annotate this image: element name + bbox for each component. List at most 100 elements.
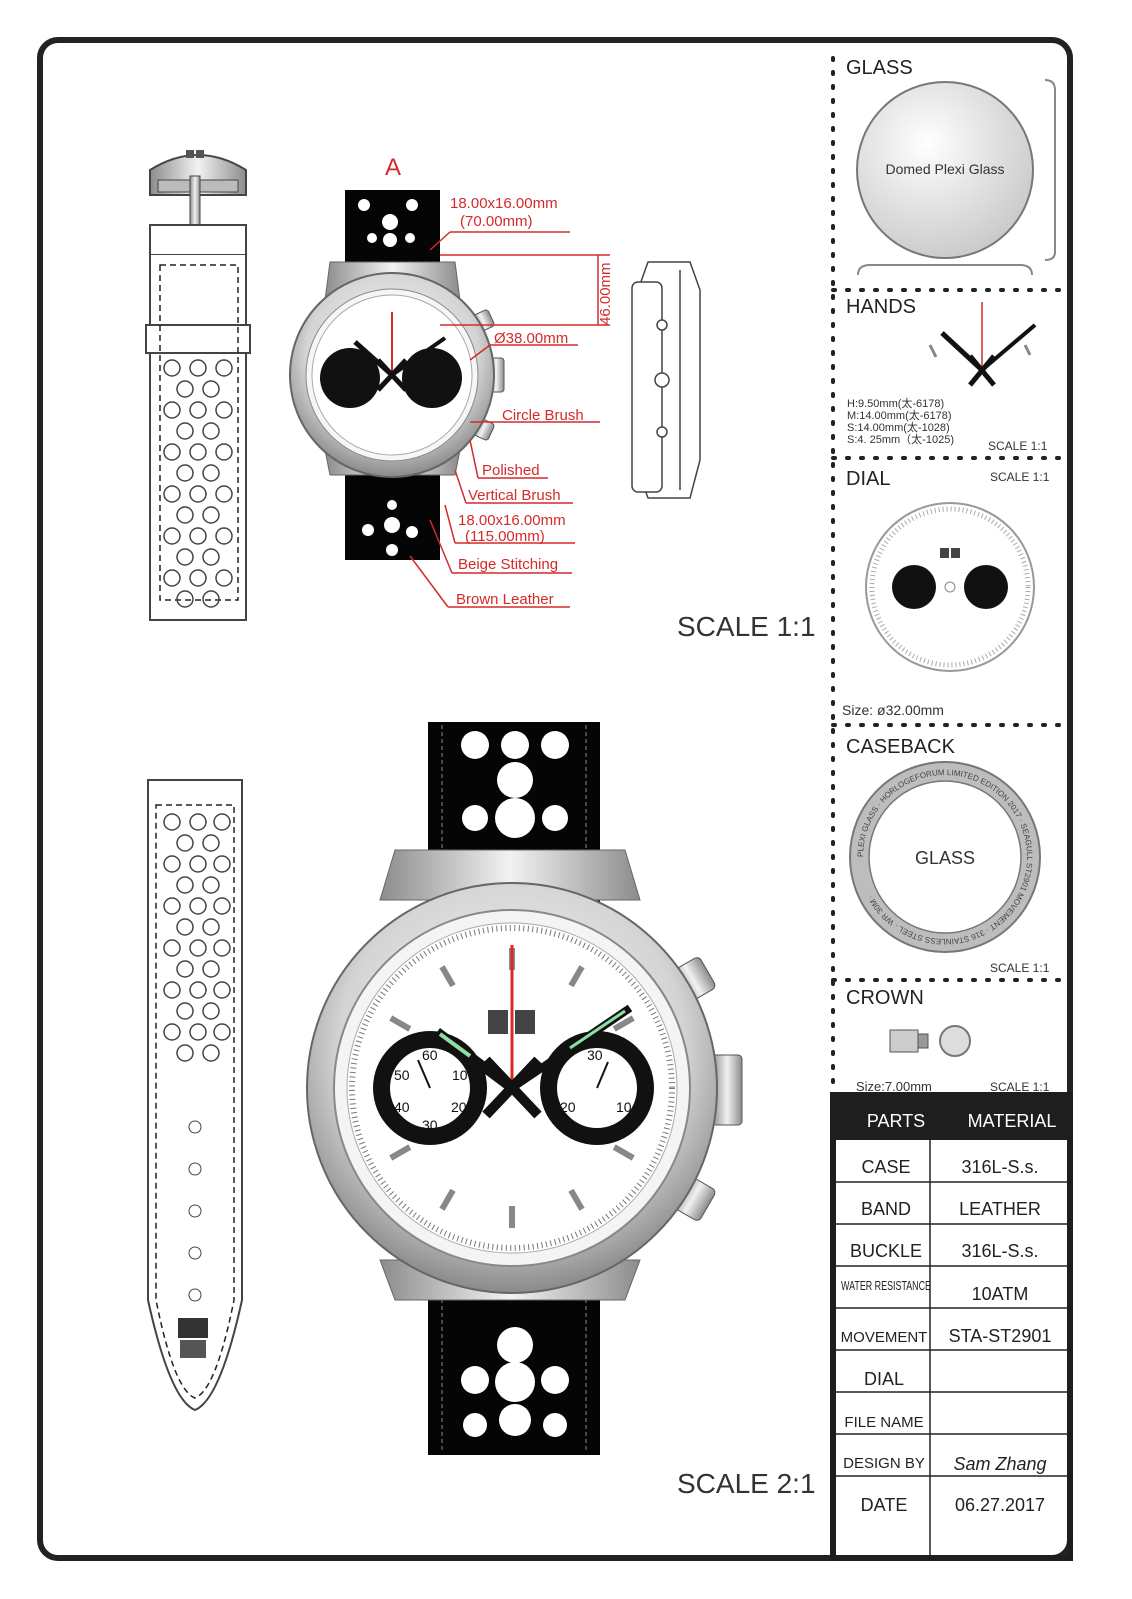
strap-perforation [163, 855, 181, 873]
subdial-left-number: 50 [394, 1067, 410, 1083]
glass-label: Domed Plexi Glass [885, 161, 1004, 177]
hand-spec-hour: H:9.50mm(太-6178) [847, 397, 944, 410]
strap-perforation [176, 1002, 194, 1020]
lug-bottom-dimension: 18.00x16.00mm [458, 512, 566, 529]
hour-index [568, 965, 585, 988]
spec-table [830, 1092, 1073, 1561]
strap-perforation [202, 380, 220, 398]
hour-index [612, 1144, 635, 1161]
hand-spec-subseconds: S:4. 25mm（太-1025) [847, 433, 954, 446]
strap-perforation [213, 981, 231, 999]
strap-perforation [202, 960, 220, 978]
strap-perforation [163, 569, 181, 587]
strap-perforation [163, 1023, 181, 1041]
glass-section-profile [1044, 79, 1056, 261]
strap-perforation [202, 548, 220, 566]
strap-perforation [176, 960, 194, 978]
strap-perforation [163, 443, 181, 461]
strap-perforation [189, 813, 207, 831]
strap-perforation [213, 897, 231, 915]
strap-buckle-half-outline [145, 154, 251, 621]
sheet-frame [37, 37, 1073, 1561]
strap-perforation [176, 548, 194, 566]
strap-perforation [215, 527, 233, 545]
subdial-left-number: 60 [422, 1047, 438, 1063]
strap-perforation [176, 380, 194, 398]
table-material-cell: LEATHER [959, 1199, 1041, 1219]
table-material-cell: 316L-S.s. [961, 1157, 1038, 1177]
lug-top-dimension: 18.00x16.00mm [450, 195, 558, 212]
finish-vertical-brush: Vertical Brush [468, 487, 561, 504]
strap-perforation [189, 939, 207, 957]
scale-label-top: SCALE 1:1 [677, 611, 816, 642]
finish-polished: Polished [482, 462, 540, 479]
annotation-leaders [409, 231, 610, 608]
strap-perforation [189, 485, 207, 503]
table-part-cell: DATE [861, 1495, 908, 1515]
strap-perforation [176, 834, 194, 852]
strap-perforation [189, 359, 207, 377]
hour-index [612, 1015, 635, 1032]
hands-scale: SCALE 1:1 [988, 439, 1048, 453]
table-part-cell: DESIGN BY [843, 1455, 925, 1472]
panel-title-glass: GLASS [846, 57, 913, 79]
caseback-scale: SCALE 1:1 [990, 961, 1050, 975]
strap-perforation [163, 485, 181, 503]
table-part-cell: BAND [861, 1199, 911, 1219]
strap-perforation [163, 401, 181, 419]
strap-perforation [189, 443, 207, 461]
strap-perforation [163, 813, 181, 831]
hour-index [439, 1188, 456, 1211]
strap-perforation [213, 813, 231, 831]
strap-perforation [215, 359, 233, 377]
table-material-cell: STA-ST2901 [949, 1326, 1052, 1346]
strap-perforation [176, 1044, 194, 1062]
hour-index [568, 1188, 585, 1211]
strap-perforation [176, 464, 194, 482]
table-material-cell: 06.27.2017 [955, 1495, 1045, 1515]
subdial-right-number: 10 [616, 1099, 632, 1115]
scale-label-bottom: SCALE 2:1 [677, 1468, 816, 1499]
glass-side-profile [857, 264, 1033, 276]
strap-perforation [213, 1023, 231, 1041]
leather-note: Brown Leather [456, 591, 554, 608]
subdial-right-number: 20 [560, 1099, 576, 1115]
strap-perforation [215, 443, 233, 461]
strap-perforation [215, 569, 233, 587]
crown-scale: SCALE 1:1 [990, 1080, 1050, 1094]
height-dimension: 46.00mm [597, 262, 614, 325]
strap-perforation [163, 981, 181, 999]
lug-top-length: (70.00mm) [460, 213, 533, 230]
table-part-cell: WATER RESISTANCE [841, 1278, 931, 1293]
dial-drawing [865, 502, 1035, 672]
strap-perforation [202, 1002, 220, 1020]
crown-drawing [889, 1025, 971, 1057]
strap-tail-half-outline [147, 779, 243, 1412]
stitching-note: Beige Stitching [458, 556, 558, 573]
diameter-dimension: Ø38.00mm [494, 330, 568, 347]
panel-title-hands: HANDS [846, 296, 916, 318]
strap-perforation [189, 1023, 207, 1041]
strap-perforation [202, 876, 220, 894]
strap-perforation [176, 506, 194, 524]
hand-spec-seconds: S:14.00mm(太-1028) [847, 421, 950, 434]
strap-perforation [163, 939, 181, 957]
strap-perforation [202, 834, 220, 852]
strap-perforation [202, 464, 220, 482]
glass-top-view [856, 81, 1034, 259]
strap-perforation [176, 422, 194, 440]
strap-perforation [176, 876, 194, 894]
subdial-left-number: 40 [394, 1099, 410, 1115]
strap-perforation [189, 981, 207, 999]
strap-perforation [189, 401, 207, 419]
dial-size: Size: ø32.00mm [842, 702, 944, 718]
strap-perforation [189, 569, 207, 587]
table-part-cell: CASE [861, 1157, 910, 1177]
caseback-drawing [849, 761, 1041, 953]
table-material-cell: 316L-S.s. [961, 1241, 1038, 1261]
table-material-cell: 10ATM [972, 1284, 1029, 1304]
hand-spec-minute: M:14.00mm(太-6178) [847, 409, 952, 422]
panel-title-caseback: CASEBACK [846, 736, 956, 758]
watch-front-view-2to1 [306, 722, 743, 1455]
